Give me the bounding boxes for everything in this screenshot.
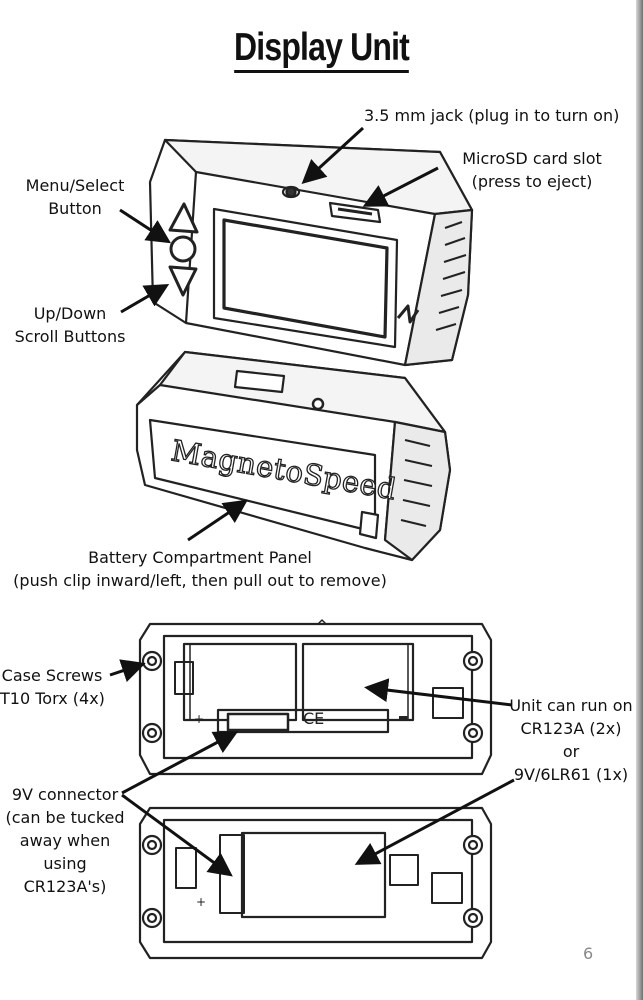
battery-panel-label-line1: Battery Compartment Panel — [88, 548, 312, 567]
case-screws-label-line2: T10 Torx (4x) — [0, 689, 105, 708]
microsd-label-line2: (press to eject) — [471, 172, 593, 191]
updown-label-line1: Up/Down — [33, 304, 107, 323]
power-options-label-line1: Unit can run on — [509, 696, 633, 715]
svg-text:+: + — [196, 895, 206, 909]
page-edge — [636, 0, 643, 1000]
svg-text:+: + — [194, 712, 204, 726]
battery-panel-label-line2: (push clip inward/left, then pull out to… — [13, 571, 387, 590]
battery-compartment-9v: + — [138, 806, 493, 960]
updown-label: Up/Down Scroll Buttons — [5, 302, 135, 348]
down-button-icon — [168, 265, 198, 297]
page-title: Display Unit — [58, 26, 585, 73]
svg-text:CE: CE — [303, 709, 324, 728]
connector-label-line1: 9V connector — [11, 785, 119, 804]
connector-label: 9V connector (can be tucked away when us… — [0, 783, 130, 898]
callout-arrows — [109, 126, 515, 877]
menu-select-label-line1: Menu/Select — [25, 176, 125, 195]
up-button-icon — [168, 202, 199, 234]
power-options-label-line2: CR123A (2x) — [520, 719, 622, 738]
menu-select-label-line2: Button — [48, 199, 102, 218]
select-button-icon — [169, 235, 197, 263]
power-options-label: Unit can run on CR123A (2x) or 9V/6LR61 … — [506, 694, 636, 786]
power-options-label-line3: or — [562, 742, 580, 761]
display-unit-rear — [135, 350, 452, 562]
connector-label-line5: CR123A's) — [23, 877, 107, 896]
jack-label: 3.5 mm jack (plug in to turn on) — [364, 106, 620, 125]
case-screws-label-line1: Case Screws — [1, 666, 103, 685]
microsd-label: MicroSD card slot (press to eject) — [452, 147, 612, 193]
menu-select-label: Menu/Select Button — [10, 174, 140, 220]
battery-panel-label: Battery Compartment Panel (push clip inw… — [0, 546, 400, 592]
svg-text:▬: ▬ — [398, 711, 408, 724]
page-number: 6 — [583, 944, 594, 963]
updown-label-line2: Scroll Buttons — [14, 327, 126, 346]
jack-port-icon — [281, 185, 301, 199]
connector-label-line4: using — [43, 854, 87, 873]
connector-label-line3: away when — [19, 831, 111, 850]
microsd-slot-icon — [328, 201, 382, 224]
microsd-label-line1: MicroSD card slot — [462, 149, 602, 168]
case-screws-label: Case Screws T10 Torx (4x) — [0, 664, 105, 710]
connector-label-line2: (can be tucked — [5, 808, 125, 827]
power-options-label-line4: 9V/6LR61 (1x) — [513, 765, 629, 784]
